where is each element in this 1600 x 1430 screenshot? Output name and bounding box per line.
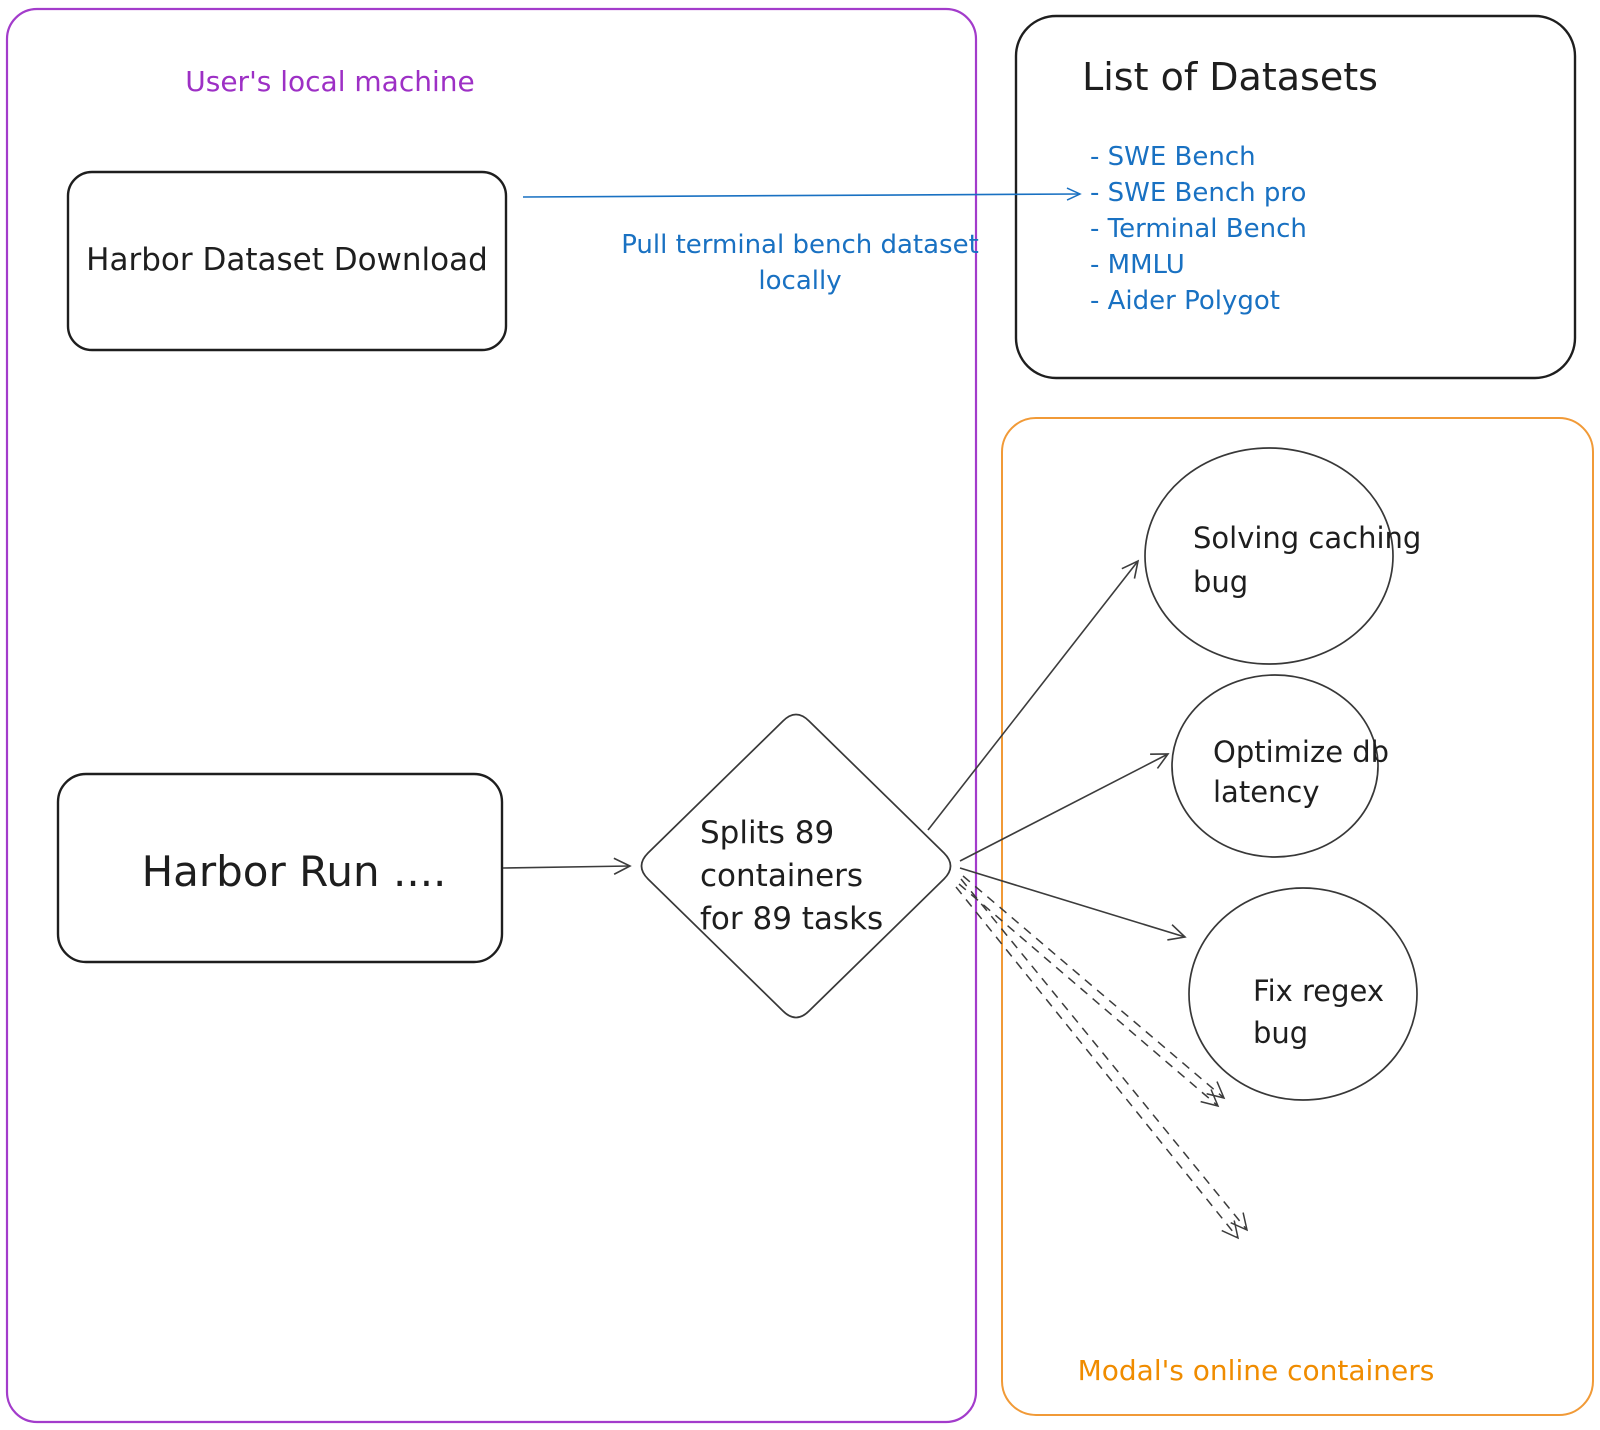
splitter-label-line1: Splits 89 — [700, 815, 834, 851]
splitter-diamond — [640, 713, 952, 1019]
container-caching-line2: bug — [1193, 565, 1248, 599]
datasets-panel-title: List of Datasets — [1082, 55, 1378, 99]
dataset-item-swe-bench: - SWE Bench — [1090, 142, 1256, 172]
harbor-run-label: Harbor Run .... — [142, 847, 447, 896]
container-db-line2: latency — [1213, 775, 1320, 809]
pull-dataset-arrow — [522, 187, 1082, 201]
harbor-dataset-download-box — [66, 170, 508, 352]
datasets-panel-box — [1014, 14, 1577, 380]
modal-containers-frame — [1001, 417, 1594, 1416]
harbor-dataset-download-label: Harbor Dataset Download — [86, 242, 488, 278]
harbor-run-box — [56, 772, 504, 964]
splitter-dashed-arrow-2 — [955, 878, 1249, 1240]
modal-containers-label: Modal's online containers — [1078, 1354, 1435, 1387]
splitter-label-line3: for 89 tasks — [700, 901, 883, 937]
container-regex-line2: bug — [1253, 1016, 1308, 1050]
container-caching-line1: Solving caching — [1193, 521, 1421, 555]
container-regex-line1: Fix regex — [1253, 974, 1384, 1008]
container-db-circle — [1171, 674, 1379, 858]
splitter-dashed-arrow-1 — [958, 875, 1226, 1108]
splitter-label-line2: containers — [700, 858, 863, 894]
run-to-splitter-arrow — [502, 857, 632, 875]
splitter-to-regex-arrow — [959, 867, 1187, 941]
pull-dataset-label-line2: locally — [758, 266, 841, 296]
splitter-to-db-arrow — [959, 753, 1170, 862]
splitter-to-caching-arrow — [927, 559, 1140, 831]
local-machine-label: User's local machine — [185, 65, 474, 98]
dataset-item-mmlu: - MMLU — [1090, 250, 1185, 280]
container-caching-circle — [1144, 447, 1394, 665]
dataset-item-swe-bench-pro: - SWE Bench pro — [1090, 178, 1306, 208]
dataset-item-terminal-bench: - Terminal Bench — [1090, 214, 1307, 244]
dataset-item-aider-polygot: - Aider Polygot — [1090, 286, 1280, 316]
container-regex-circle — [1188, 887, 1418, 1101]
local-machine-frame — [5, 7, 978, 1424]
pull-dataset-label-line1: Pull terminal bench dataset — [621, 230, 979, 260]
container-db-line1: Optimize db — [1213, 735, 1389, 769]
